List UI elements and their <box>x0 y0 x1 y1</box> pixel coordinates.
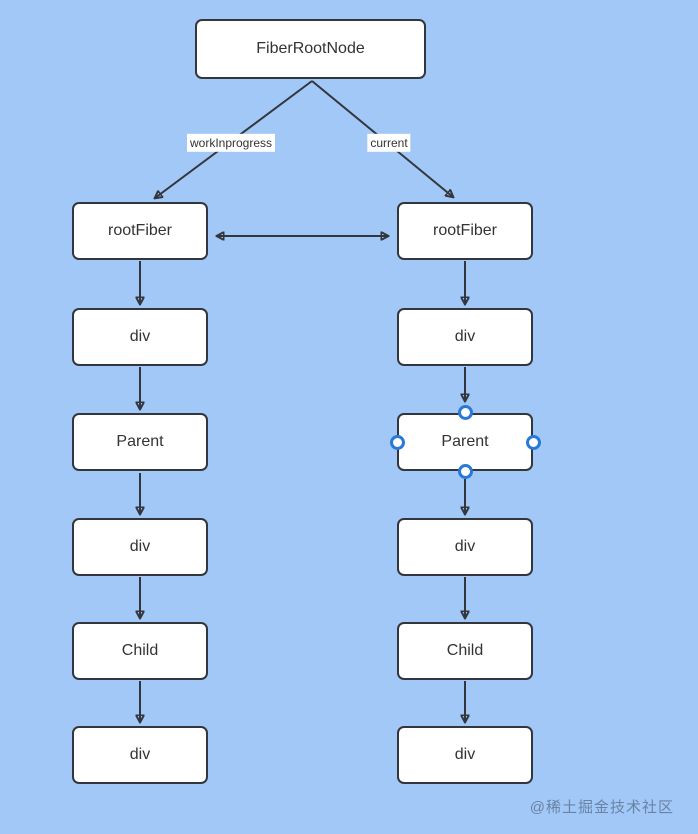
selection-handle-right[interactable] <box>526 435 541 450</box>
node-left-div-2[interactable]: div <box>72 518 208 576</box>
selection-handle-top[interactable] <box>458 405 473 420</box>
node-right-rootfiber[interactable]: rootFiber <box>397 202 533 260</box>
node-right-parent[interactable]: Parent <box>397 413 533 471</box>
node-right-div-2[interactable]: div <box>397 518 533 576</box>
node-right-div-3[interactable]: div <box>397 726 533 784</box>
selection-handle-bottom[interactable] <box>458 464 473 479</box>
node-left-rootfiber[interactable]: rootFiber <box>72 202 208 260</box>
node-left-div-3[interactable]: div <box>72 726 208 784</box>
node-fiberrootnode[interactable]: FiberRootNode <box>195 19 426 79</box>
node-left-child[interactable]: Child <box>72 622 208 680</box>
node-left-div-1[interactable]: div <box>72 308 208 366</box>
node-right-div-1[interactable]: div <box>397 308 533 366</box>
node-right-child[interactable]: Child <box>397 622 533 680</box>
node-left-parent[interactable]: Parent <box>72 413 208 471</box>
selection-handle-left[interactable] <box>390 435 405 450</box>
edge-label-workinprogress[interactable]: workInprogress <box>186 133 276 153</box>
edge-label-current[interactable]: current <box>367 133 411 153</box>
watermark: @稀土掘金技术社区 <box>529 799 674 816</box>
